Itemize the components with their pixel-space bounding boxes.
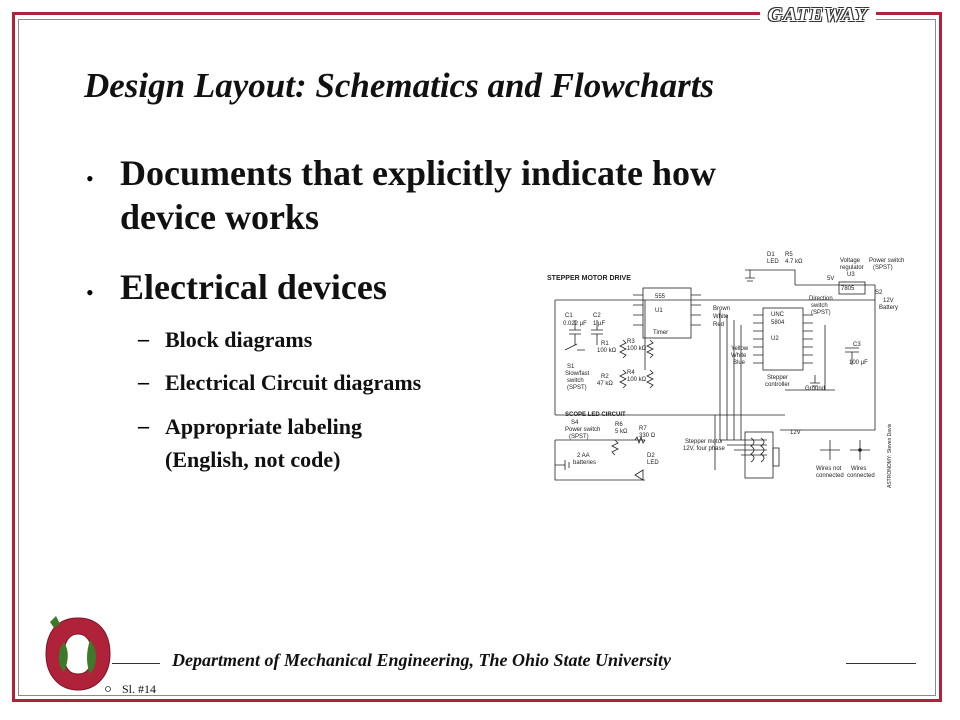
ohio-state-logo (45, 616, 111, 692)
label-12v-four-phase: 12V, four phase (683, 446, 725, 452)
label-red: Red (713, 322, 724, 328)
junction-dot (858, 448, 862, 452)
gateway-brand: GATEWAY (760, 4, 876, 27)
label-r3-value: 100 kΩ (627, 346, 647, 352)
label-r2: R2 (601, 374, 609, 380)
label-r5-value: 4.7 kΩ (785, 259, 803, 265)
label-stepper: Stepper (767, 375, 788, 381)
label-connected: connected (847, 473, 875, 479)
label-power-switch: Power switch (869, 258, 904, 264)
label-r1: R1 (601, 341, 609, 347)
label-u3: U3 (847, 272, 855, 278)
label-battery: Battery (879, 305, 898, 311)
sub-bullet-dash: – (138, 326, 149, 351)
footer-department: Department of Mechanical Engineering, Th… (172, 650, 672, 670)
stepper-motor-circuit-diagram: STEPPER MOTOR DRIVE SCOPE LED CIRCUIT D1… (547, 252, 904, 488)
label-d2: D2 (647, 453, 655, 459)
label-5v: 5V (827, 276, 834, 282)
label-ground: Ground (805, 386, 825, 392)
label-s2: S2 (875, 290, 883, 296)
label-c1-value: 0.022 µF (563, 321, 587, 327)
label-555: 555 (655, 294, 666, 300)
label-r5: R5 (785, 252, 793, 258)
label-brown: Brown (713, 306, 730, 312)
label-s1-spst: (SPST) (567, 385, 587, 391)
sub-bullet-block-diagrams: Block diagrams (165, 327, 313, 352)
label-r3: R3 (627, 339, 635, 345)
circuit-title: STEPPER MOTOR DRIVE (547, 275, 631, 282)
label-white: White (713, 314, 729, 320)
bullet-marker: • (86, 280, 94, 305)
label-dir-spst: (SPST) (811, 310, 831, 316)
label-spst: (SPST) (873, 265, 893, 271)
sub-bullet-dash: – (138, 413, 149, 438)
label-7805: 7805 (841, 286, 855, 292)
label-power-switch-2: Power switch (565, 427, 600, 433)
bullet-documents-line1: Documents that explicitly indicate how (120, 153, 716, 193)
label-spst-2: (SPST) (569, 434, 589, 440)
slide-frame-inner (18, 19, 936, 696)
label-2aa: 2 AA (577, 453, 590, 459)
label-d1: D1 (767, 252, 775, 258)
label-s1: S1 (567, 364, 575, 370)
label-r4: R4 (627, 370, 635, 376)
label-12v-line: 12V (790, 430, 801, 436)
label-switch: switch (567, 378, 584, 384)
label-r6: R6 (615, 422, 623, 428)
label-c3: C3 (853, 342, 861, 348)
sub-bullet-dash: – (138, 369, 149, 394)
scope-led-circuit-label: SCOPE LED CIRCUIT (565, 412, 626, 418)
label-timer: Timer (653, 330, 668, 336)
label-batteries: batteries (573, 460, 596, 466)
label-blue: Blue (733, 360, 746, 366)
label-r7: R7 (639, 426, 647, 432)
label-led-2: LED (647, 460, 659, 466)
label-led: LED (767, 259, 779, 265)
sub-bullet-labeling-line2: (English, not code) (165, 447, 341, 472)
label-slow-fast: Slow/fast (565, 371, 590, 377)
label-regulator: regulator (840, 265, 864, 271)
label-c2: C2 (593, 313, 601, 319)
label-wires-not: Wires not (816, 466, 842, 472)
label-c2-value: 1 µF (593, 321, 605, 327)
sub-bullet-circuit-diagrams: Electrical Circuit diagrams (165, 370, 422, 395)
label-not-connected: connected (816, 473, 844, 479)
bullet-electrical-devices: Electrical devices (120, 267, 387, 307)
label-dir-switch: switch (811, 303, 828, 309)
label-u1: U1 (655, 308, 663, 314)
label-stepper-motor: Stepper motor (685, 439, 723, 445)
label-r6-value: 5 kΩ (615, 429, 628, 435)
label-r7-value: 330 Ω (639, 433, 656, 439)
label-credit: ASTRONOMY: Steven Davis (887, 423, 893, 488)
label-direction: Direction (809, 296, 833, 302)
label-r2-value: 47 kΩ (597, 381, 613, 387)
sub-bullet-labeling-line1: Appropriate labeling (165, 414, 363, 439)
label-r1-value: 100 kΩ (597, 348, 617, 354)
label-controller: controller (765, 382, 790, 388)
slide-title: Design Layout: Schematics and Flowcharts (84, 66, 715, 105)
footer-rule-right (846, 663, 916, 664)
label-5804: 5804 (771, 320, 785, 326)
label-c1: C1 (565, 313, 573, 319)
bullet-documents-line2: device works (120, 197, 319, 237)
label-c3-value: 100 µF (849, 360, 868, 366)
label-white-2: White (731, 353, 747, 359)
label-voltage: Voltage (840, 258, 861, 264)
label-u2: U2 (771, 336, 779, 342)
label-yellow: Yellow (731, 346, 749, 352)
label-r4-value: 100 kΩ (627, 377, 647, 383)
bullet-marker: • (86, 166, 94, 191)
footer-rule-left (112, 663, 160, 664)
label-s4: S4 (571, 420, 579, 426)
slide-number: Sl. #14 (122, 682, 157, 696)
label-12v: 12V (883, 298, 894, 304)
label-wires: Wires (851, 466, 866, 472)
slide-frame-outer (12, 12, 942, 702)
label-unc: UNC (771, 312, 785, 318)
